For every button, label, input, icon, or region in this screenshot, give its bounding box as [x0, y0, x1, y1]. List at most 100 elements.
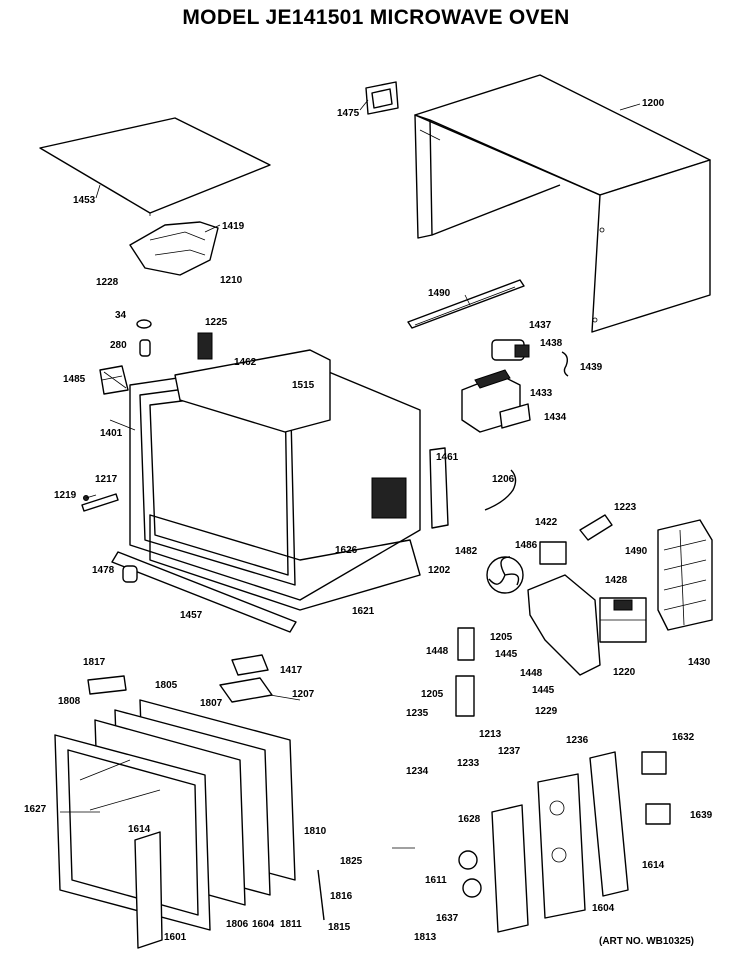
- label-1433: 1433: [530, 388, 553, 399]
- label-1490-strip: 1490: [428, 288, 451, 299]
- label-1604-a: 1604: [252, 919, 275, 930]
- part-1401-cavity: [129, 349, 449, 611]
- label-1202: 1202: [428, 565, 451, 576]
- label-1475: 1475: [337, 108, 360, 119]
- part-34-washer: [136, 319, 152, 329]
- label-1206: 1206: [492, 474, 515, 485]
- label-1205-b: 1205: [421, 689, 444, 700]
- part-1482-fan: [486, 556, 524, 594]
- label-1626: 1626: [335, 545, 358, 556]
- label-1808: 1808: [58, 696, 81, 707]
- part-1205-upper: [457, 627, 475, 661]
- part-1490-grille: [657, 519, 713, 631]
- label-1453: 1453: [73, 195, 96, 206]
- label-1637: 1637: [436, 913, 459, 924]
- label-1448-b: 1448: [520, 668, 543, 679]
- label-1490-grille: 1490: [625, 546, 648, 557]
- label-1621: 1621: [352, 606, 375, 617]
- part-1207: [219, 677, 273, 703]
- label-1422: 1422: [535, 517, 558, 528]
- label-1219: 1219: [54, 490, 77, 501]
- label-1478: 1478: [92, 565, 115, 576]
- label-1237: 1237: [498, 746, 521, 757]
- label-1614-b: 1614: [642, 860, 665, 871]
- leader-lines: [60, 99, 641, 849]
- page-title: MODEL JE141501 MICROWAVE OVEN: [182, 6, 570, 29]
- door-assembly: [54, 699, 296, 949]
- label-1417: 1417: [280, 665, 303, 676]
- label-1639: 1639: [690, 810, 713, 821]
- part-1601-handle: [134, 831, 163, 949]
- label-1632: 1632: [672, 732, 695, 743]
- label-1223: 1223: [614, 502, 637, 513]
- part-1200-outer-case: [414, 74, 711, 333]
- label-280: 280: [110, 340, 127, 351]
- label-1213: 1213: [479, 729, 502, 740]
- label-1445-a: 1445: [495, 649, 518, 660]
- part-1478: [122, 565, 138, 583]
- part-1639: [645, 803, 671, 825]
- part-1433-block: [461, 369, 531, 433]
- label-1439: 1439: [580, 362, 603, 373]
- label-1207: 1207: [292, 689, 315, 700]
- label-1438: 1438: [540, 338, 563, 349]
- label-1233: 1233: [457, 758, 480, 769]
- label-1234: 1234: [406, 766, 429, 777]
- label-1806: 1806: [226, 919, 249, 930]
- label-1430: 1430: [688, 657, 711, 668]
- label-1815: 1815: [328, 922, 351, 933]
- label-1217: 1217: [95, 474, 118, 485]
- part-1628-panel: [491, 804, 529, 933]
- part-1205-lower: [455, 675, 475, 717]
- part-1225: [197, 332, 213, 360]
- part-1632: [641, 751, 667, 775]
- label-34: 34: [115, 310, 127, 321]
- part-1611-knob-a: [458, 850, 478, 870]
- label-1515: 1515: [292, 380, 315, 391]
- part-1457-strip: [111, 551, 297, 633]
- label-1807: 1807: [200, 698, 223, 709]
- part-1437-switch: [491, 339, 569, 377]
- part-1419-cover: [129, 221, 219, 276]
- label-1437: 1437: [529, 320, 552, 331]
- part-1816-rod: [317, 869, 325, 921]
- part-1206-cord: [484, 469, 517, 511]
- part-280: [139, 339, 151, 357]
- label-1825: 1825: [340, 856, 363, 867]
- label-1482: 1482: [455, 546, 478, 557]
- label-1485: 1485: [63, 374, 86, 385]
- label-1229: 1229: [535, 706, 558, 717]
- label-1816: 1816: [330, 891, 353, 902]
- label-1486: 1486: [515, 540, 538, 551]
- part-1217: [81, 493, 119, 512]
- part-1422: [539, 541, 567, 565]
- label-1810: 1810: [304, 826, 327, 837]
- part-1223: [579, 514, 613, 541]
- label-1220: 1220: [613, 667, 636, 678]
- label-1401: 1401: [100, 428, 123, 439]
- label-1236: 1236: [566, 735, 589, 746]
- label-1448-a: 1448: [426, 646, 449, 657]
- part-1490-strip: [407, 279, 525, 329]
- label-1205-a: 1205: [490, 632, 513, 643]
- label-1228: 1228: [96, 277, 119, 288]
- art-number: (ART NO. WB10325): [598, 936, 694, 947]
- label-1225: 1225: [205, 317, 228, 328]
- part-1611-knob-b: [462, 878, 482, 898]
- label-1817: 1817: [83, 657, 106, 668]
- label-1628: 1628: [458, 814, 481, 825]
- label-1445-b: 1445: [532, 685, 555, 696]
- part-1604-panel: [537, 773, 586, 919]
- label-1627: 1627: [24, 804, 47, 815]
- label-1457: 1457: [180, 610, 203, 621]
- label-1428: 1428: [605, 575, 628, 586]
- part-1485-mesh: [99, 365, 129, 395]
- label-1811: 1811: [280, 919, 302, 930]
- label-1614-a: 1614: [128, 824, 151, 835]
- part-1417: [231, 654, 269, 676]
- part-1475-bracket: [365, 81, 399, 115]
- part-1220-duct: [527, 574, 601, 676]
- label-1419: 1419: [222, 221, 245, 232]
